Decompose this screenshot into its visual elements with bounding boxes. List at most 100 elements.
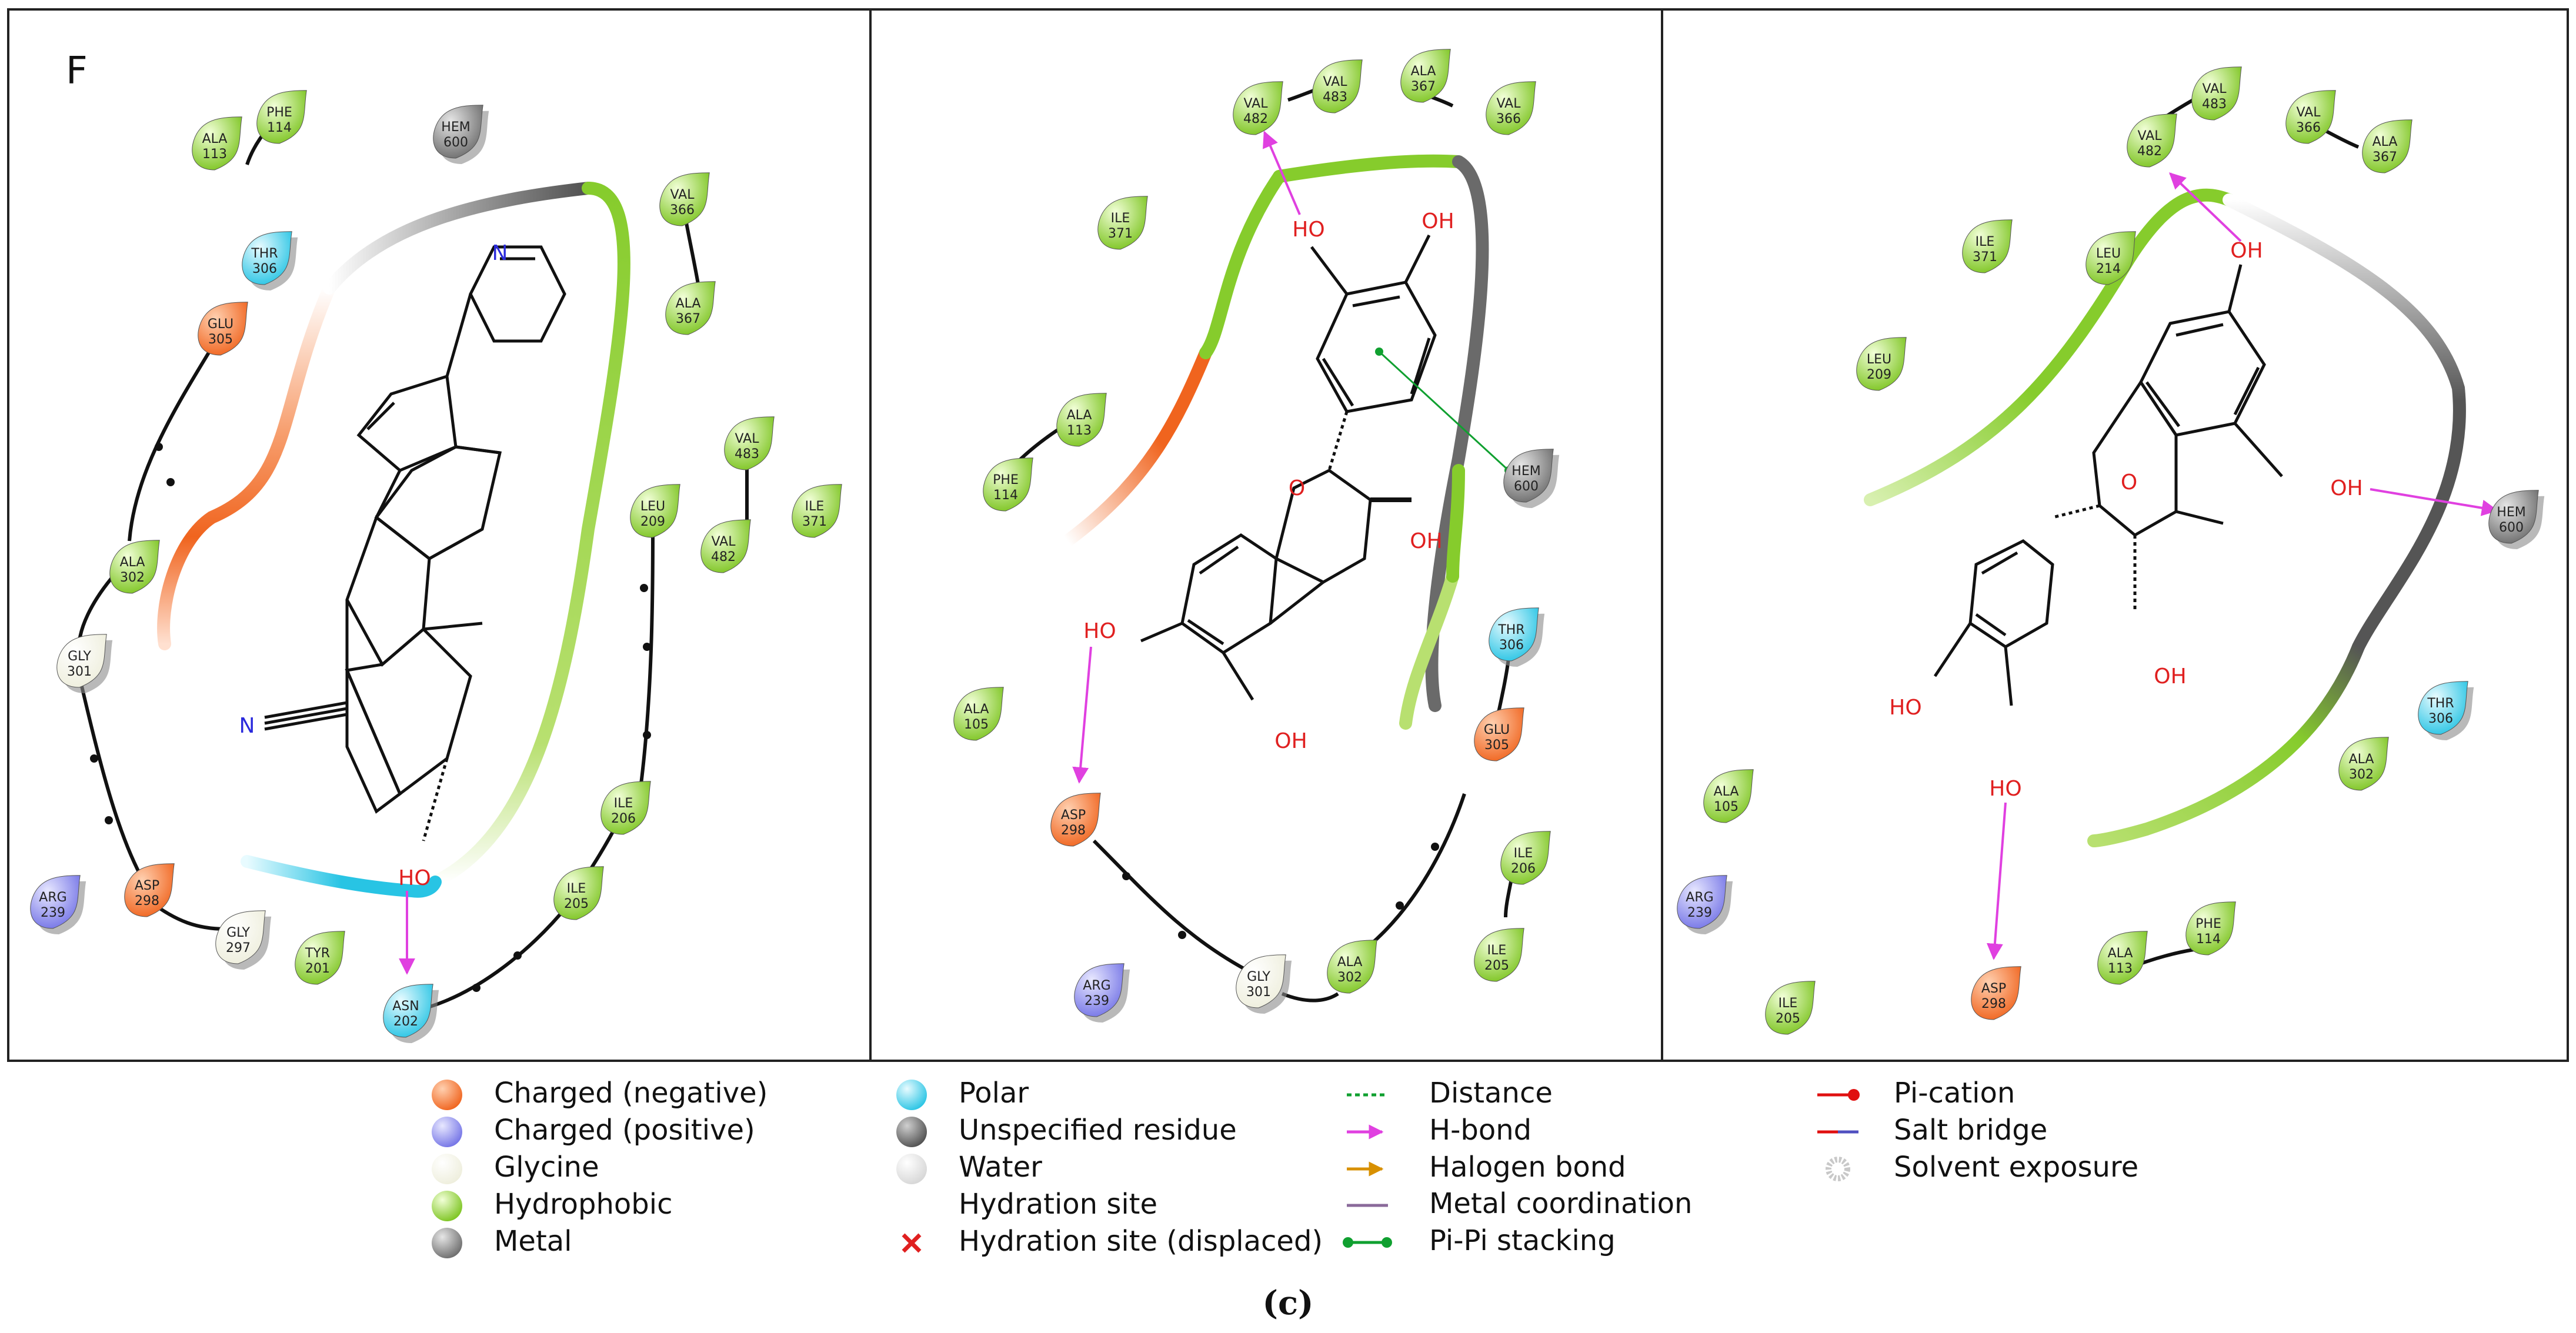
legend-swatch-unspecified — [896, 1117, 927, 1147]
legend-label: Glycine — [494, 1151, 599, 1184]
residue-number: 209 — [1867, 368, 1891, 382]
residue-name: ILE — [1111, 211, 1130, 226]
atom-o-ring: O — [2121, 470, 2137, 495]
residue-name: GLY — [1247, 970, 1270, 984]
residue-number: 600 — [1514, 479, 1539, 494]
panel-3: OH O OH HO OH HO VAL483VAL482VAL366ALA36… — [1677, 66, 2545, 1035]
residue-name: ALA — [2108, 946, 2133, 961]
residue-number: 239 — [1085, 994, 1109, 1008]
residue-number: 367 — [2373, 150, 2397, 165]
legend-swatch-positive — [432, 1117, 462, 1147]
residue-name: THR — [251, 246, 278, 261]
residue-number: 205 — [1484, 958, 1509, 973]
residue-name: ARG — [1083, 978, 1110, 993]
legend-label: Water — [959, 1151, 1042, 1184]
residue-number: 371 — [1108, 226, 1133, 241]
residue-name: VAL — [670, 188, 695, 202]
atom-ho-bottom: HO — [1989, 777, 2021, 801]
atom-oh-top: OH — [2230, 239, 2263, 263]
legend-label: Charged (negative) — [494, 1077, 768, 1110]
residue-name: VAL — [1244, 96, 1269, 111]
residue-name: ALA — [1067, 408, 1092, 423]
legend-solvent-label: Solvent exposure — [1894, 1151, 2138, 1184]
residue-number: 114 — [2196, 932, 2221, 947]
legend-metal-coord-label: Metal coordination — [1429, 1187, 1692, 1220]
residue-number: 105 — [1714, 800, 1739, 814]
residue-shape — [2097, 931, 2148, 985]
residue-name: LEU — [640, 499, 665, 514]
residue-name: ALA — [1411, 64, 1436, 79]
residue-shape — [192, 116, 242, 171]
residue-shape — [1677, 875, 1727, 929]
residue-name: ILE — [805, 499, 825, 514]
legend-label: Unspecified residue — [959, 1114, 1237, 1147]
panel-label: F — [66, 49, 88, 93]
legend-column-4: Pi-cation Salt bridge Solvent exposure — [1817, 1077, 2138, 1184]
ligand-atoms: OH O OH HO OH HO — [1889, 239, 2363, 801]
residue-shape — [2285, 90, 2336, 144]
pipi-line — [1378, 350, 1510, 472]
residue-name: ALA — [120, 555, 145, 570]
residue-name: VAL — [712, 534, 736, 549]
residue-number: 214 — [2096, 262, 2121, 276]
legend-column-3: Distance H-bond Halogen bond Metal coord… — [1343, 1077, 1692, 1257]
ligand-atoms: HO OH O OH HO OH — [1083, 209, 1454, 753]
residue-name: GLY — [226, 926, 250, 940]
ligand-structure — [1933, 264, 2283, 706]
atom-oh-mid: OH — [1410, 529, 1442, 553]
residue-number: 298 — [1061, 823, 1086, 838]
legend-swatch-water — [896, 1154, 927, 1184]
hbond-arrow — [1072, 646, 1092, 784]
residue-name: VAL — [1497, 96, 1521, 111]
residue-number: 114 — [267, 121, 292, 135]
legend-label: Polar — [959, 1077, 1029, 1110]
residue-number: 306 — [2428, 711, 2453, 726]
residue-name: VAL — [735, 432, 760, 446]
residue-name: ALA — [1714, 784, 1739, 799]
residue-shape — [792, 484, 842, 538]
hbond-arrow — [1986, 802, 2007, 960]
residue-shape — [1703, 769, 1754, 823]
residue-shape — [700, 519, 751, 573]
residue-number: 366 — [2296, 121, 2321, 135]
residue-name: ASP — [135, 878, 159, 893]
residue-name: ALA — [202, 132, 228, 146]
residue-number: 306 — [1499, 638, 1524, 653]
residue-shape — [1474, 928, 1524, 982]
residue-name: GLU — [208, 317, 233, 332]
residue-shape — [1233, 81, 1283, 135]
atom-ho-left: HO — [1083, 619, 1116, 643]
residue-number: 301 — [1246, 985, 1271, 1000]
residue-number: 366 — [670, 203, 695, 218]
residue-name: THR — [1497, 623, 1524, 637]
residue-number: 482 — [1243, 112, 1268, 126]
residue-shape — [1236, 954, 1286, 1008]
legend: Charged (negative)Charged (positive)Glyc… — [432, 1077, 2138, 1258]
legend-pication-label: Pi-cation — [1894, 1077, 2015, 1110]
residue-name: ILE — [1976, 235, 1995, 249]
residue-name: ALA — [2349, 752, 2374, 767]
residue-number: 209 — [640, 515, 665, 529]
residue-shape — [383, 984, 433, 1038]
residue-number: 206 — [611, 811, 636, 826]
residue-number: 483 — [1323, 90, 1347, 105]
